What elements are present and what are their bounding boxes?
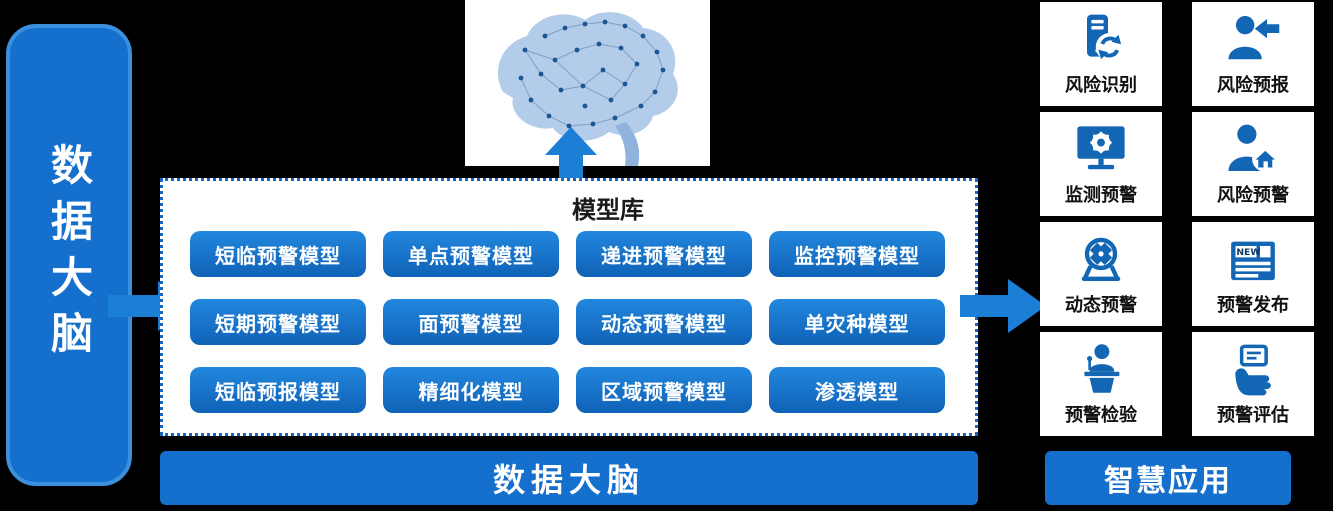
- new-badge: NEW: [1236, 247, 1260, 258]
- model-button: 单灾种模型: [769, 299, 945, 345]
- app-label: 风险识别: [1065, 74, 1137, 96]
- app-label: 风险预报: [1217, 74, 1289, 96]
- model-button: 渗透模型: [769, 367, 945, 413]
- dynamic-warning-icon: [1081, 237, 1121, 281]
- app-item: 风险识别: [1040, 2, 1162, 106]
- model-grid: 短临预警模型 单点预警模型 递进预警模型 监控预警模型 短期预警模型 面预警模型…: [190, 231, 945, 413]
- data-brain-vertical-title: 数据大脑: [44, 143, 94, 367]
- smart-applications-banner: 智慧应用: [1045, 451, 1291, 505]
- flow-arrow-right-to-apps: [960, 279, 1046, 333]
- app-item: NEW 预警发布: [1192, 222, 1314, 326]
- app-label: 预警检验: [1065, 404, 1137, 426]
- model-button: 精细化模型: [383, 367, 559, 413]
- app-item: 监测预警: [1040, 112, 1162, 216]
- warning-evaluation-icon: [1235, 344, 1271, 395]
- app-label: 预警评估: [1217, 404, 1289, 426]
- app-item: 动态预警: [1040, 222, 1162, 326]
- risk-warning-icon: [1228, 124, 1279, 172]
- monitoring-warning-icon: [1077, 125, 1125, 169]
- model-library-title: 模型库: [572, 196, 644, 224]
- model-button: 短临预报模型: [190, 367, 366, 413]
- app-item: 预警检验: [1040, 332, 1162, 436]
- warning-release-icon: NEW: [1231, 241, 1275, 280]
- model-button: 短临预警模型: [190, 231, 366, 277]
- app-label: 风险预警: [1217, 184, 1289, 206]
- applications-panel: 风险识别 风险预报 监测预警: [1040, 2, 1320, 436]
- data-brain-side-panel: 数据大脑: [6, 24, 132, 486]
- model-button: 递进预警模型: [576, 231, 752, 277]
- model-button: 单点预警模型: [383, 231, 559, 277]
- model-button: 动态预警模型: [576, 299, 752, 345]
- brain-network-dots: [518, 19, 666, 129]
- warning-check-icon: [1084, 343, 1120, 393]
- data-brain-banner: 数据大脑: [160, 451, 978, 505]
- app-item: 风险预报: [1192, 2, 1314, 106]
- model-button: 短期预警模型: [190, 299, 366, 345]
- app-label: 动态预警: [1065, 294, 1137, 316]
- brain-panel: [465, 0, 710, 166]
- model-button: 面预警模型: [383, 299, 559, 345]
- app-label: 预警发布: [1217, 294, 1289, 316]
- app-item: 风险预警: [1192, 112, 1314, 216]
- brain-network-lines: [520, 21, 664, 127]
- model-button: 监控预警模型: [769, 231, 945, 277]
- model-button: 区域预警模型: [576, 367, 752, 413]
- app-label: 监测预警: [1065, 184, 1137, 206]
- brain-graphic: [497, 12, 678, 166]
- flow-arrow-up-to-brain: [545, 127, 597, 197]
- app-item: 预警评估: [1192, 332, 1314, 436]
- risk-identification-icon: [1087, 14, 1124, 61]
- risk-forecast-icon: [1228, 15, 1280, 59]
